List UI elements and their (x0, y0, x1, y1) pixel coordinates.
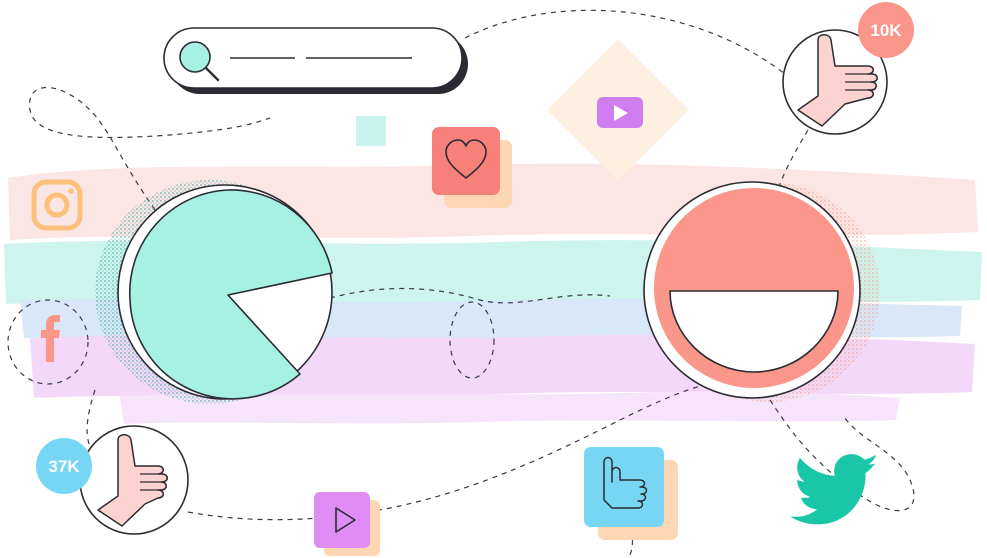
thumbs-up-icon (797, 34, 878, 127)
twitter-icon[interactable] (790, 454, 880, 525)
mint-pie-character (95, 180, 333, 404)
youtube-diamond (547, 39, 689, 181)
thumbs-card-front (584, 447, 664, 527)
count-badge-top (858, 2, 914, 58)
thumbs-up-icon[interactable] (603, 456, 648, 509)
search-bar[interactable] (163, 27, 468, 94)
search-icon[interactable] (179, 41, 220, 82)
dashed-path-bottom (187, 378, 761, 521)
dashed-path-left-loop (28, 87, 271, 211)
likes-badge-top: 10K (782, 2, 914, 135)
play-card-front (314, 492, 370, 548)
play-icon[interactable] (335, 507, 356, 533)
heart-icon[interactable] (445, 139, 487, 179)
dashed-path-search-to-thumb (464, 9, 791, 79)
coral-smile-character (643, 181, 880, 402)
dashed-path-right-down (769, 399, 915, 512)
heart-card[interactable] (432, 127, 512, 208)
count-badge-top-label: 10K (870, 21, 902, 40)
youtube-icon[interactable] (597, 97, 643, 128)
dashed-loop-center (449, 301, 495, 379)
likes-badge-bottom: 37K (36, 425, 189, 535)
dashed-path-center (329, 287, 611, 304)
dashed-circle-facebook (7, 299, 89, 385)
brush-band-lilac-lower (120, 391, 900, 424)
decorative-square (356, 116, 386, 146)
thumbs-up-icon (97, 434, 168, 527)
coral-smile-mouth (669, 290, 839, 373)
count-badge-bottom (36, 438, 92, 494)
heart-card-front (432, 127, 500, 195)
instagram-icon[interactable] (31, 179, 83, 231)
facebook-icon[interactable] (41, 315, 60, 362)
count-badge-bottom-label: 37K (48, 457, 80, 476)
play-card[interactable] (314, 492, 380, 556)
thumbs-card[interactable] (584, 447, 678, 540)
dashed-path-left-down (86, 389, 96, 451)
mint-pie-shape (128, 189, 333, 400)
